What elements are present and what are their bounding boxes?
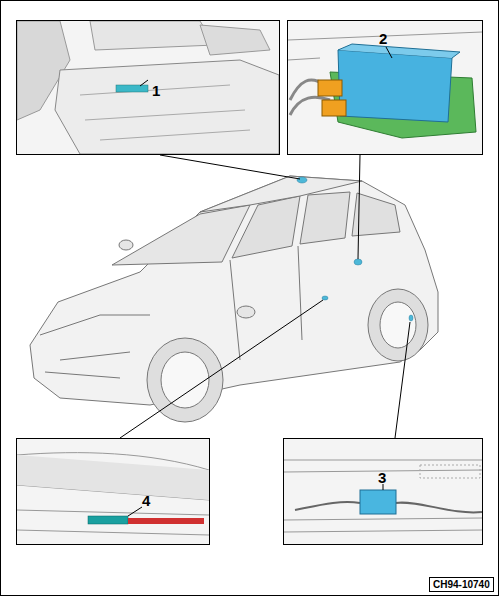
inset-1-drawing (17, 21, 279, 154)
figure-id: CH94-10740 (433, 579, 490, 590)
callout-number: 4 (142, 493, 150, 510)
inset-4-drawing (17, 439, 209, 544)
inset-3-drawing (284, 439, 482, 544)
inset-2-drawing (288, 21, 482, 154)
inset-frame: 2 (287, 20, 483, 155)
callout-number: 3 (378, 470, 386, 487)
leader-lines (120, 155, 410, 438)
inset-frame: 4 (16, 438, 210, 545)
callout-number: 2 (379, 31, 387, 48)
part-markers (297, 177, 413, 321)
inset-frame: 1 (16, 20, 280, 155)
inset-frame: 3 (283, 438, 483, 545)
car-body (30, 176, 438, 422)
figure-id-box: CH94-10740 (429, 577, 494, 592)
callout-number: 1 (152, 83, 160, 100)
